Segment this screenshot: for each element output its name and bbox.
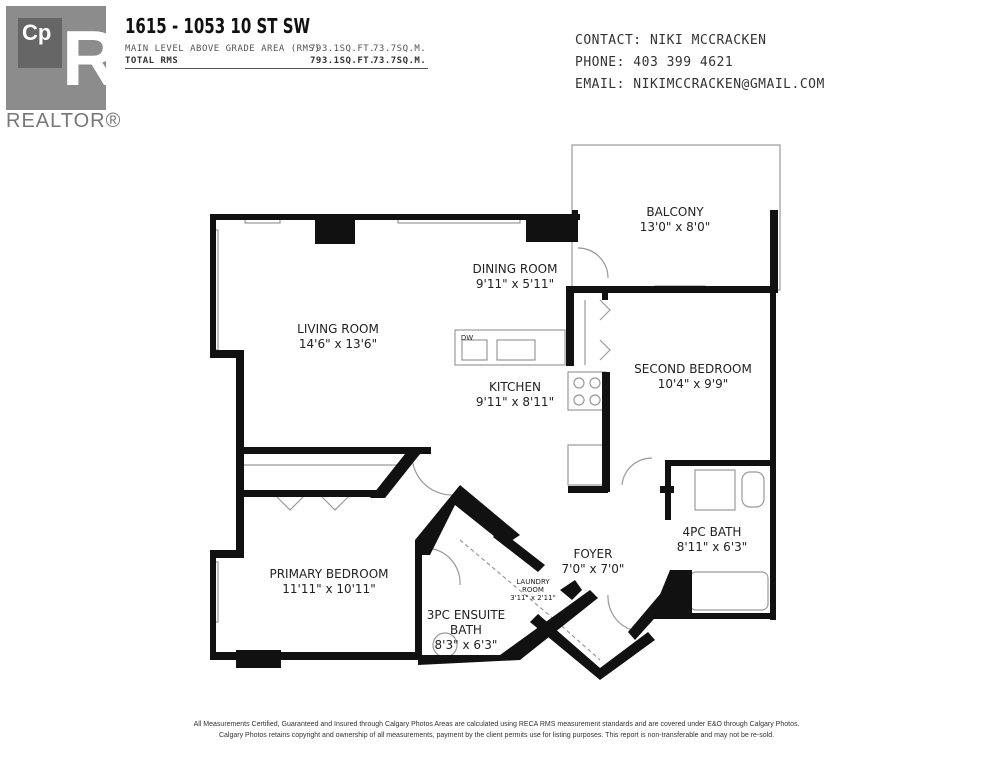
room-dims: 11'11" x 10'11": [282, 582, 376, 596]
total-sqft: 793.1SQ.FT.: [310, 56, 376, 66]
footer-disclaimer-1: All Measurements Certified, Guaranteed a…: [193, 721, 800, 728]
dishwasher: [461, 339, 488, 361]
area-sqft: 793.1SQ.FT.: [310, 44, 376, 54]
room-name-2: BATH: [450, 623, 482, 637]
room-dims: 7'0" x 7'0": [561, 562, 625, 576]
room-name: PRIMARY BEDROOM: [269, 567, 389, 581]
area-label: MAIN LEVEL ABOVE GRADE AREA (RMS): [125, 44, 321, 54]
room-name: 3PC ENSUITE: [426, 608, 506, 622]
room-name: FOYER: [573, 547, 613, 561]
closet-shelf-line: [459, 539, 601, 661]
fridge: [567, 444, 604, 486]
room-name-2: ROOM: [522, 586, 544, 594]
balcony-door-swing: [577, 247, 609, 279]
stove-burner: [573, 394, 585, 406]
room-name: DINING ROOM: [472, 262, 558, 276]
property-address: 1615 - 1053 10 ST SW: [125, 14, 311, 38]
room-dims: 13'0" x 8'0": [639, 220, 711, 234]
room-name: LAUNDRY: [516, 578, 550, 586]
room-dims: 9'11" x 5'11": [475, 277, 555, 291]
room-name: 4PC BATH: [682, 525, 742, 539]
contact-name: CONTACT: NIKI MCCRACKEN: [575, 33, 767, 48]
total-sqm: 73.7SQ.M.: [373, 56, 427, 66]
bath-sink: [694, 469, 736, 511]
stove-burner: [589, 394, 601, 406]
room-dims: 10'4" x 9'9": [657, 377, 729, 391]
closet-doors-2: [584, 299, 611, 365]
total-label: TOTAL RMS: [125, 56, 179, 66]
room-name: LIVING ROOM: [297, 322, 379, 336]
room-dims: 8'3" x 6'3": [434, 638, 498, 652]
realtor-wordmark: REALTOR®: [6, 110, 122, 132]
closet-doors: [240, 464, 410, 511]
contact-phone: PHONE: 403 399 4621: [575, 55, 734, 70]
kitchen-island: [454, 329, 566, 366]
area-sqm: 73.7SQ.M.: [373, 44, 427, 54]
contact-email: EMAIL: NIKIMCCRACKEN@GMAIL.COM: [575, 77, 825, 92]
room-dims: 14'6" x 13'6": [298, 337, 378, 351]
stove-burner: [589, 377, 601, 389]
stove: [567, 371, 607, 411]
dishwasher-label: DW: [460, 334, 474, 342]
room-name: BALCONY: [646, 205, 704, 219]
cp-logo-mark: Cp: [18, 18, 62, 68]
room-name: KITCHEN: [489, 380, 541, 394]
kitchen-sink: [496, 339, 536, 361]
area-row-total: TOTAL RMS 793.1SQ.FT. 73.7SQ.M.: [125, 56, 428, 69]
door-swings: [411, 454, 653, 631]
bathtub: [689, 571, 769, 611]
walls: [210, 210, 778, 680]
room-name: SECOND BEDROOM: [634, 362, 752, 376]
room-dims: 8'11" x 6'3": [676, 540, 748, 554]
room-dims: 9'11" x 8'11": [475, 395, 555, 409]
room-dims: 3'11" x 2'11": [510, 594, 556, 602]
toilet: [741, 471, 765, 508]
footer-disclaimer-2: Calgary Photos retains copyright and own…: [218, 732, 775, 739]
stove-burner: [573, 377, 585, 389]
